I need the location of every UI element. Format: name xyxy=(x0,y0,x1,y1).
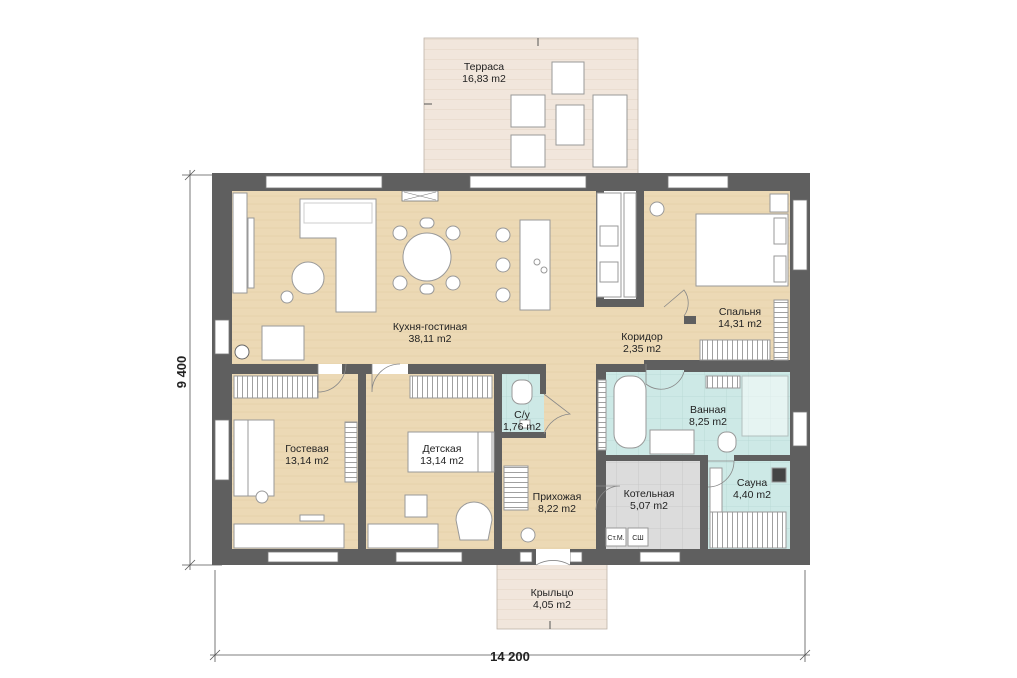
boiler-area: 5,07 m2 xyxy=(630,500,668,512)
door-swings xyxy=(317,289,735,511)
kids-name: Детская xyxy=(423,443,462,455)
bathroom-area: 8,25 m2 xyxy=(689,416,727,428)
sauna-area: 4,40 m2 xyxy=(733,489,771,501)
porch-name: Крыльцо xyxy=(531,587,574,599)
guest-name: Гостевая xyxy=(285,443,329,455)
porch-area: 4,05 m2 xyxy=(533,599,571,611)
wet-rooms-furniture xyxy=(503,375,789,549)
terrace xyxy=(423,37,639,175)
room-labels: Терраса 16,83 m2 Кухня-гостиная 38,11 m2… xyxy=(285,61,771,611)
dimension-lines xyxy=(182,169,811,662)
dryer-label: СШ xyxy=(632,535,643,542)
corridor-name: Коридор xyxy=(621,331,663,343)
kitchen-living-area: 38,11 m2 xyxy=(409,333,452,345)
width-dimension: 14 200 xyxy=(490,649,530,664)
terrace-name: Терраса xyxy=(464,61,504,73)
bedroom-name: Спальня xyxy=(719,306,761,318)
height-dimension: 9 400 xyxy=(174,356,189,389)
entrance-door-swing xyxy=(535,560,571,566)
entrance-door xyxy=(536,549,570,565)
kids-furniture xyxy=(367,375,495,549)
windows xyxy=(214,175,808,563)
living-furniture xyxy=(232,192,637,361)
boiler-name: Котельная xyxy=(624,488,675,500)
kids-area: 13,14 m2 xyxy=(420,455,464,467)
bathroom-name: Ванная xyxy=(690,404,726,416)
guest-area: 13,14 m2 xyxy=(285,455,329,467)
sauna-name: Сауна xyxy=(737,477,767,489)
kitchen-living-name: Кухня-гостиная xyxy=(393,321,467,333)
bedroom-area: 14,31 m2 xyxy=(718,318,762,330)
porch xyxy=(496,562,608,630)
washing-machine-label: Ст.М. xyxy=(607,535,624,542)
terrace-area: 16,83 m2 xyxy=(462,73,506,85)
hallway-area: 8,22 m2 xyxy=(538,503,576,515)
bedroom-furniture xyxy=(649,193,789,361)
wc-name: С/у xyxy=(514,409,531,421)
wc-area: 1,76 m2 xyxy=(503,421,541,433)
corridor-area: 2,35 m2 xyxy=(623,343,661,355)
guest-furniture xyxy=(233,375,358,549)
hallway-name: Прихожая xyxy=(533,491,582,503)
